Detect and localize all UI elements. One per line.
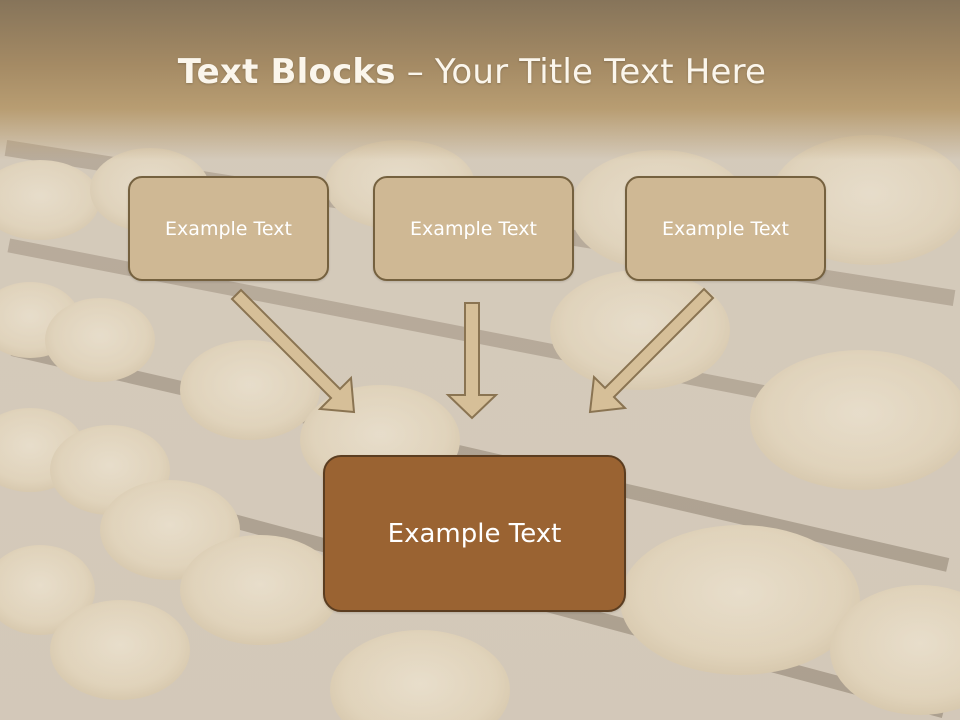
title-separator: – [395, 52, 435, 92]
text-block-2-label: Example Text [410, 217, 537, 240]
text-block-1-label: Example Text [165, 217, 292, 240]
arrow-right-icon [588, 287, 715, 414]
title-rest: Your Title Text Here [434, 52, 767, 92]
arrow-down-icon [445, 302, 499, 420]
text-block-1: Example Text [128, 176, 329, 281]
text-block-3-label: Example Text [662, 217, 789, 240]
text-block-2: Example Text [373, 176, 574, 281]
arrow-left-icon [230, 288, 356, 414]
main-text-block: Example Text [323, 455, 626, 612]
text-block-3: Example Text [625, 176, 826, 281]
header-band [0, 0, 960, 160]
title-bold: Text Blocks [177, 52, 396, 92]
main-text-block-label: Example Text [387, 518, 562, 549]
slide-title: Text Blocks – Your Title Text Here [0, 52, 944, 92]
